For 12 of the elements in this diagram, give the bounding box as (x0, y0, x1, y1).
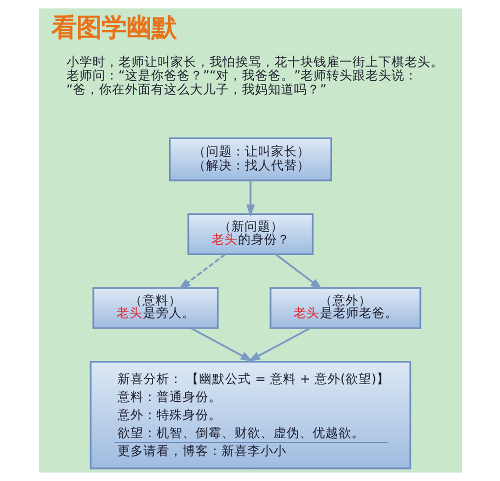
label: 小学时，老师让叫家长，我怕挨骂，花十块钱雇一街上下棋老头。老师问：“这是你爸爸？”“对，我爸爸。”老师转头跟老头说：“爸，你在外面有这么大儿子，我妈知道吗？” (66, 54, 443, 96)
arrow (246, 180, 254, 217)
node-box: （意外） 老头是老师老爸。 (269, 287, 421, 329)
arrow (190, 327, 253, 362)
diagram-title: 看图学幽默 (51, 13, 176, 42)
arrow (178, 254, 226, 290)
node-box: （问题：让叫家长） （解决：找人代替） (168, 137, 332, 182)
arrow (247, 327, 310, 362)
node-box: （意料） 老头是旁人。 (92, 287, 218, 329)
node-box: 新喜分析： 【幽默公式 = 意料 + 意外(欲望)】 意料：普通身份。 意外：特殊身份。 欲望：机智、倒霉、财欲、虚伪、优越欲。 更多请看，博客：新喜李小小 (89, 360, 411, 470)
node-box: （新问题） 老头的身份？ (186, 213, 314, 256)
arrow (274, 254, 322, 290)
